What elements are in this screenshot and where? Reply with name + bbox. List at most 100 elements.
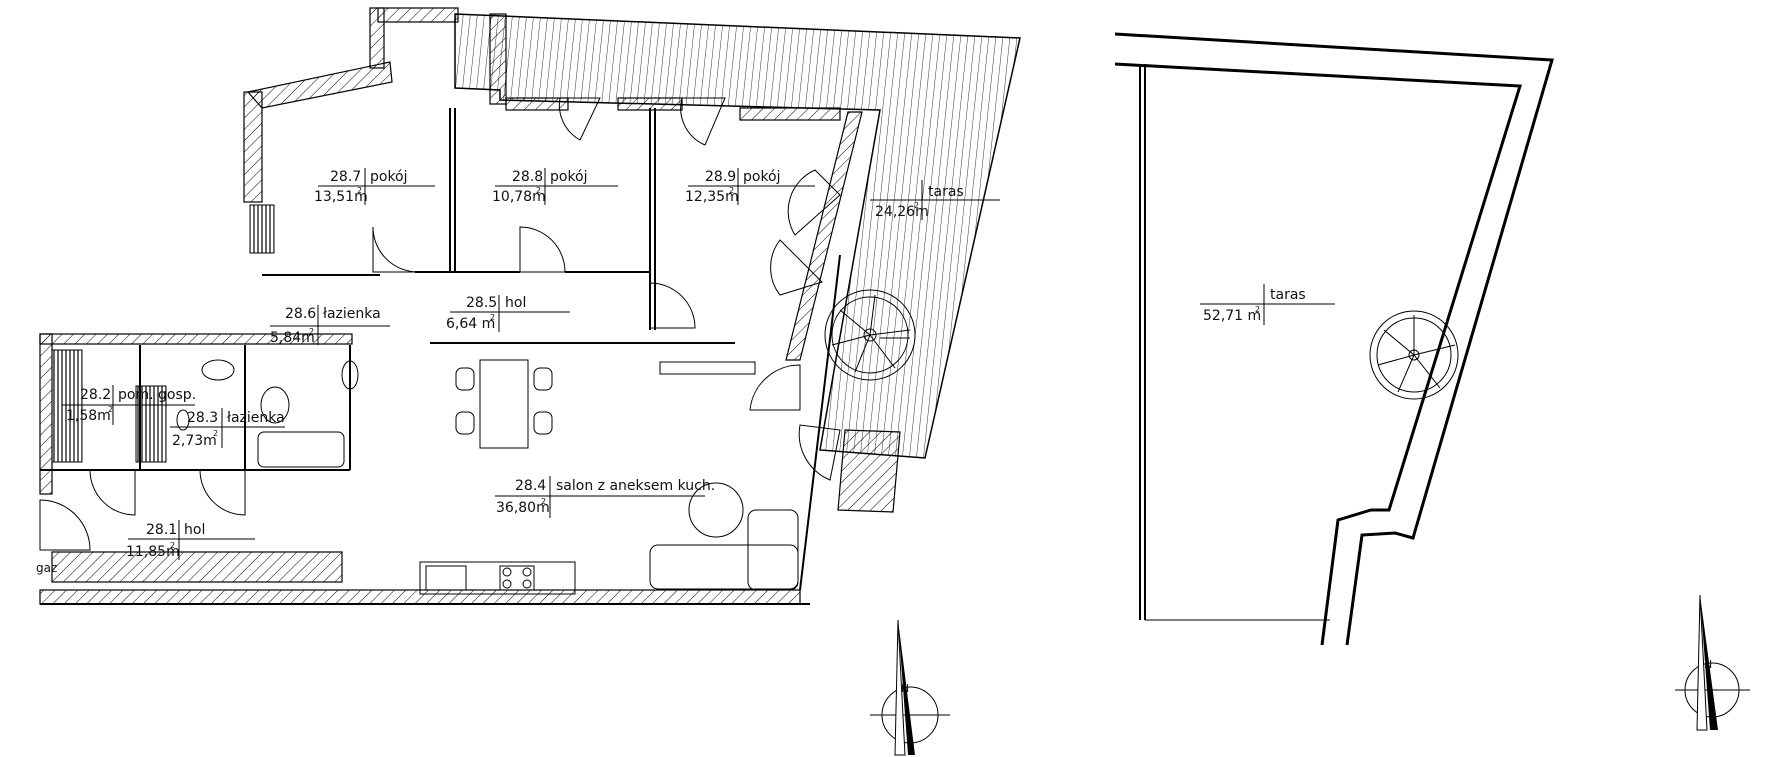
entry-door-swing <box>39 499 91 551</box>
door-swing <box>199 469 246 516</box>
svg-text:28.4: 28.4 <box>515 478 546 494</box>
door-swing <box>372 226 419 273</box>
svg-text:taras: taras <box>928 184 964 200</box>
washbasin <box>201 359 235 381</box>
washbasin-small <box>341 360 359 390</box>
svg-text:2: 2 <box>914 201 919 210</box>
wall-right-diag <box>785 111 863 361</box>
bathtub <box>257 431 345 468</box>
svg-text:28.5: 28.5 <box>466 295 497 311</box>
svg-text:10,78m: 10,78m <box>492 189 546 205</box>
svg-text:2: 2 <box>1255 305 1260 314</box>
svg-text:2: 2 <box>729 186 734 195</box>
radiator-strip <box>51 551 343 583</box>
door-swing <box>89 469 136 516</box>
door-swing <box>770 239 823 296</box>
door-swing <box>519 226 566 273</box>
room-label-28-2: 28.2 pom. gosp. 1,58m 2 <box>62 385 196 425</box>
chair <box>533 411 553 435</box>
sofa-chaise <box>747 509 799 591</box>
wall-left-upper <box>243 91 263 203</box>
svg-text:pom. gosp.: pom. gosp. <box>118 387 196 403</box>
room-label-28-7: 28.7 pokój 13,51m 2 <box>314 168 435 205</box>
svg-text:pokój: pokój <box>550 169 588 185</box>
terrace-label: taras 24,26m 2 <box>870 180 1000 220</box>
upper-terrace-label: taras 52,71 m 2 <box>1200 284 1335 325</box>
radiator-grille <box>249 204 275 254</box>
room-label-28-8: 28.8 pokój 10,78m 2 <box>492 168 618 205</box>
room-label-28-1: 28.1 hol 11,85m 2 <box>126 520 255 560</box>
svg-text:28.9: 28.9 <box>705 169 736 185</box>
svg-text:11,85m: 11,85m <box>126 544 180 560</box>
north-arrow: N <box>870 619 950 756</box>
svg-text:28.2: 28.2 <box>80 387 111 403</box>
wall-diagonal <box>246 61 393 109</box>
upper-spiral-staircase <box>1369 310 1459 400</box>
wall-living-right <box>799 254 841 591</box>
chair <box>533 367 553 391</box>
toilet-small <box>176 409 190 431</box>
svg-text:28.1: 28.1 <box>146 522 177 538</box>
svg-text:N: N <box>901 682 909 695</box>
chair <box>455 411 475 435</box>
kitchen-counter <box>419 561 576 595</box>
svg-text:52,71 m: 52,71 m <box>1203 308 1261 324</box>
svg-text:łazienka: łazienka <box>227 410 285 426</box>
svg-text:2: 2 <box>541 497 546 506</box>
kitchen-sink <box>425 565 467 591</box>
door-swing <box>798 424 841 481</box>
room-label-28-4: 28.4 salon z aneksem kuch. 36,80m 2 <box>495 476 715 518</box>
gas-label: gaz <box>36 561 57 575</box>
svg-text:5,84m: 5,84m <box>270 330 315 346</box>
svg-text:2: 2 <box>536 186 541 195</box>
svg-text:2: 2 <box>108 405 113 414</box>
wall-right-block <box>837 429 901 513</box>
svg-text:28.7: 28.7 <box>330 169 361 185</box>
svg-text:2,73m: 2,73m <box>172 433 217 449</box>
svg-text:12,35m: 12,35m <box>685 189 739 205</box>
tv-unit <box>659 361 756 375</box>
door-swing <box>558 97 601 141</box>
svg-text:salon z aneksem kuch.: salon z aneksem kuch. <box>556 478 715 494</box>
room-label-28-9: 28.9 pokój 12,35m 2 <box>685 168 815 205</box>
room-label-28-5: 28.5 hol 6,64 m 2 <box>446 295 570 332</box>
svg-text:28.8: 28.8 <box>512 169 543 185</box>
chair <box>455 367 475 391</box>
svg-text:2: 2 <box>170 541 175 550</box>
upper-terrace-plan: taras 52,71 m 2 N <box>1114 32 1750 731</box>
cooktop <box>499 565 535 591</box>
svg-text:28.3: 28.3 <box>187 410 218 426</box>
wall-top-mid <box>505 97 569 111</box>
svg-text:taras: taras <box>1270 287 1306 303</box>
svg-text:hol: hol <box>505 295 526 311</box>
svg-text:24,26m: 24,26m <box>875 204 929 220</box>
room-label-28-3: 28.3 łazienka 2,73m 2 <box>170 408 285 449</box>
svg-text:36,80m: 36,80m <box>496 500 550 516</box>
spiral-staircase <box>824 289 916 381</box>
door-swing <box>787 169 841 236</box>
wall-top-right <box>739 107 841 121</box>
door-swing <box>749 364 801 411</box>
apartment-plan: 28.7 pokój 13,51m 2 28.8 pokój 10,78m 2 … <box>36 7 1021 756</box>
svg-text:2: 2 <box>357 186 362 195</box>
storage-rack-left <box>51 349 83 463</box>
svg-text:6,64 m: 6,64 m <box>446 316 495 332</box>
wall-bay-right <box>489 13 507 105</box>
svg-text:1,58m: 1,58m <box>66 408 111 424</box>
wall-top <box>377 7 459 23</box>
svg-text:13,51m: 13,51m <box>314 189 368 205</box>
terrace-decking <box>454 13 1021 459</box>
svg-text:pokój: pokój <box>370 169 408 185</box>
door-swing <box>649 282 696 329</box>
sofa <box>649 544 799 590</box>
svg-text:hol: hol <box>184 522 205 538</box>
svg-text:2: 2 <box>309 327 314 336</box>
door-swing <box>680 97 726 146</box>
svg-text:2: 2 <box>213 429 218 438</box>
svg-text:N: N <box>1704 658 1712 671</box>
wall-bay-left <box>369 7 385 69</box>
round-table <box>688 482 744 538</box>
dining-table <box>479 359 529 449</box>
svg-text:łazienka: łazienka <box>323 306 381 322</box>
svg-text:2: 2 <box>490 313 495 322</box>
